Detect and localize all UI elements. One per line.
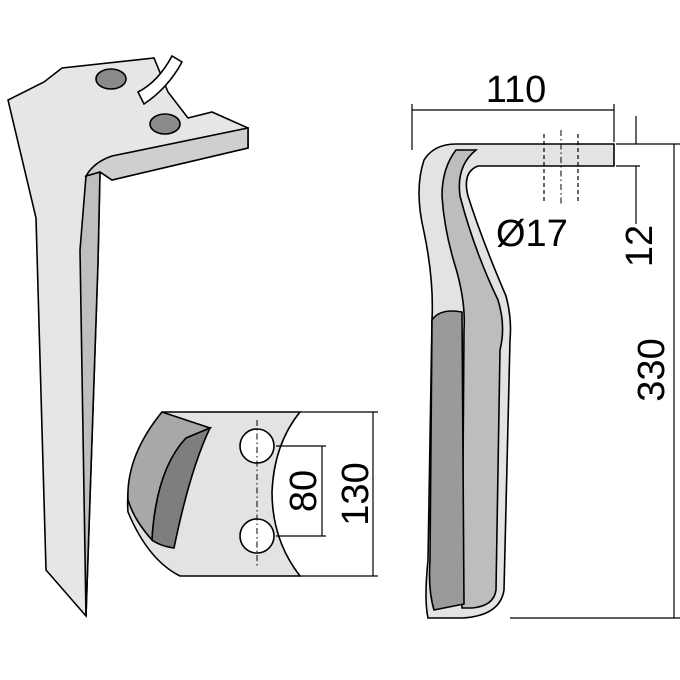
- tine-profile-view: Ø17 110 12 330: [411, 69, 680, 619]
- mount-hole-upper: [95, 68, 127, 90]
- blade-edge-shade: [84, 127, 249, 181]
- profile-inner-shade: [441, 149, 504, 609]
- dim-330-label: 330: [631, 338, 673, 401]
- profile-edge-dark: [428, 310, 465, 611]
- dim-12-label: 12: [619, 225, 661, 267]
- dim-130-label: 130: [335, 462, 377, 525]
- flange-side-dark: [151, 426, 212, 549]
- flange-detail-view: 80 130: [126, 411, 378, 577]
- tine-perspective-view: [7, 54, 249, 619]
- dim-110-label: 110: [486, 69, 547, 111]
- mount-hole-lower: [149, 113, 181, 135]
- dim-80-label: 80: [283, 470, 325, 512]
- dim-diameter-label: Ø17: [496, 213, 568, 255]
- flange-cutout: [136, 54, 184, 106]
